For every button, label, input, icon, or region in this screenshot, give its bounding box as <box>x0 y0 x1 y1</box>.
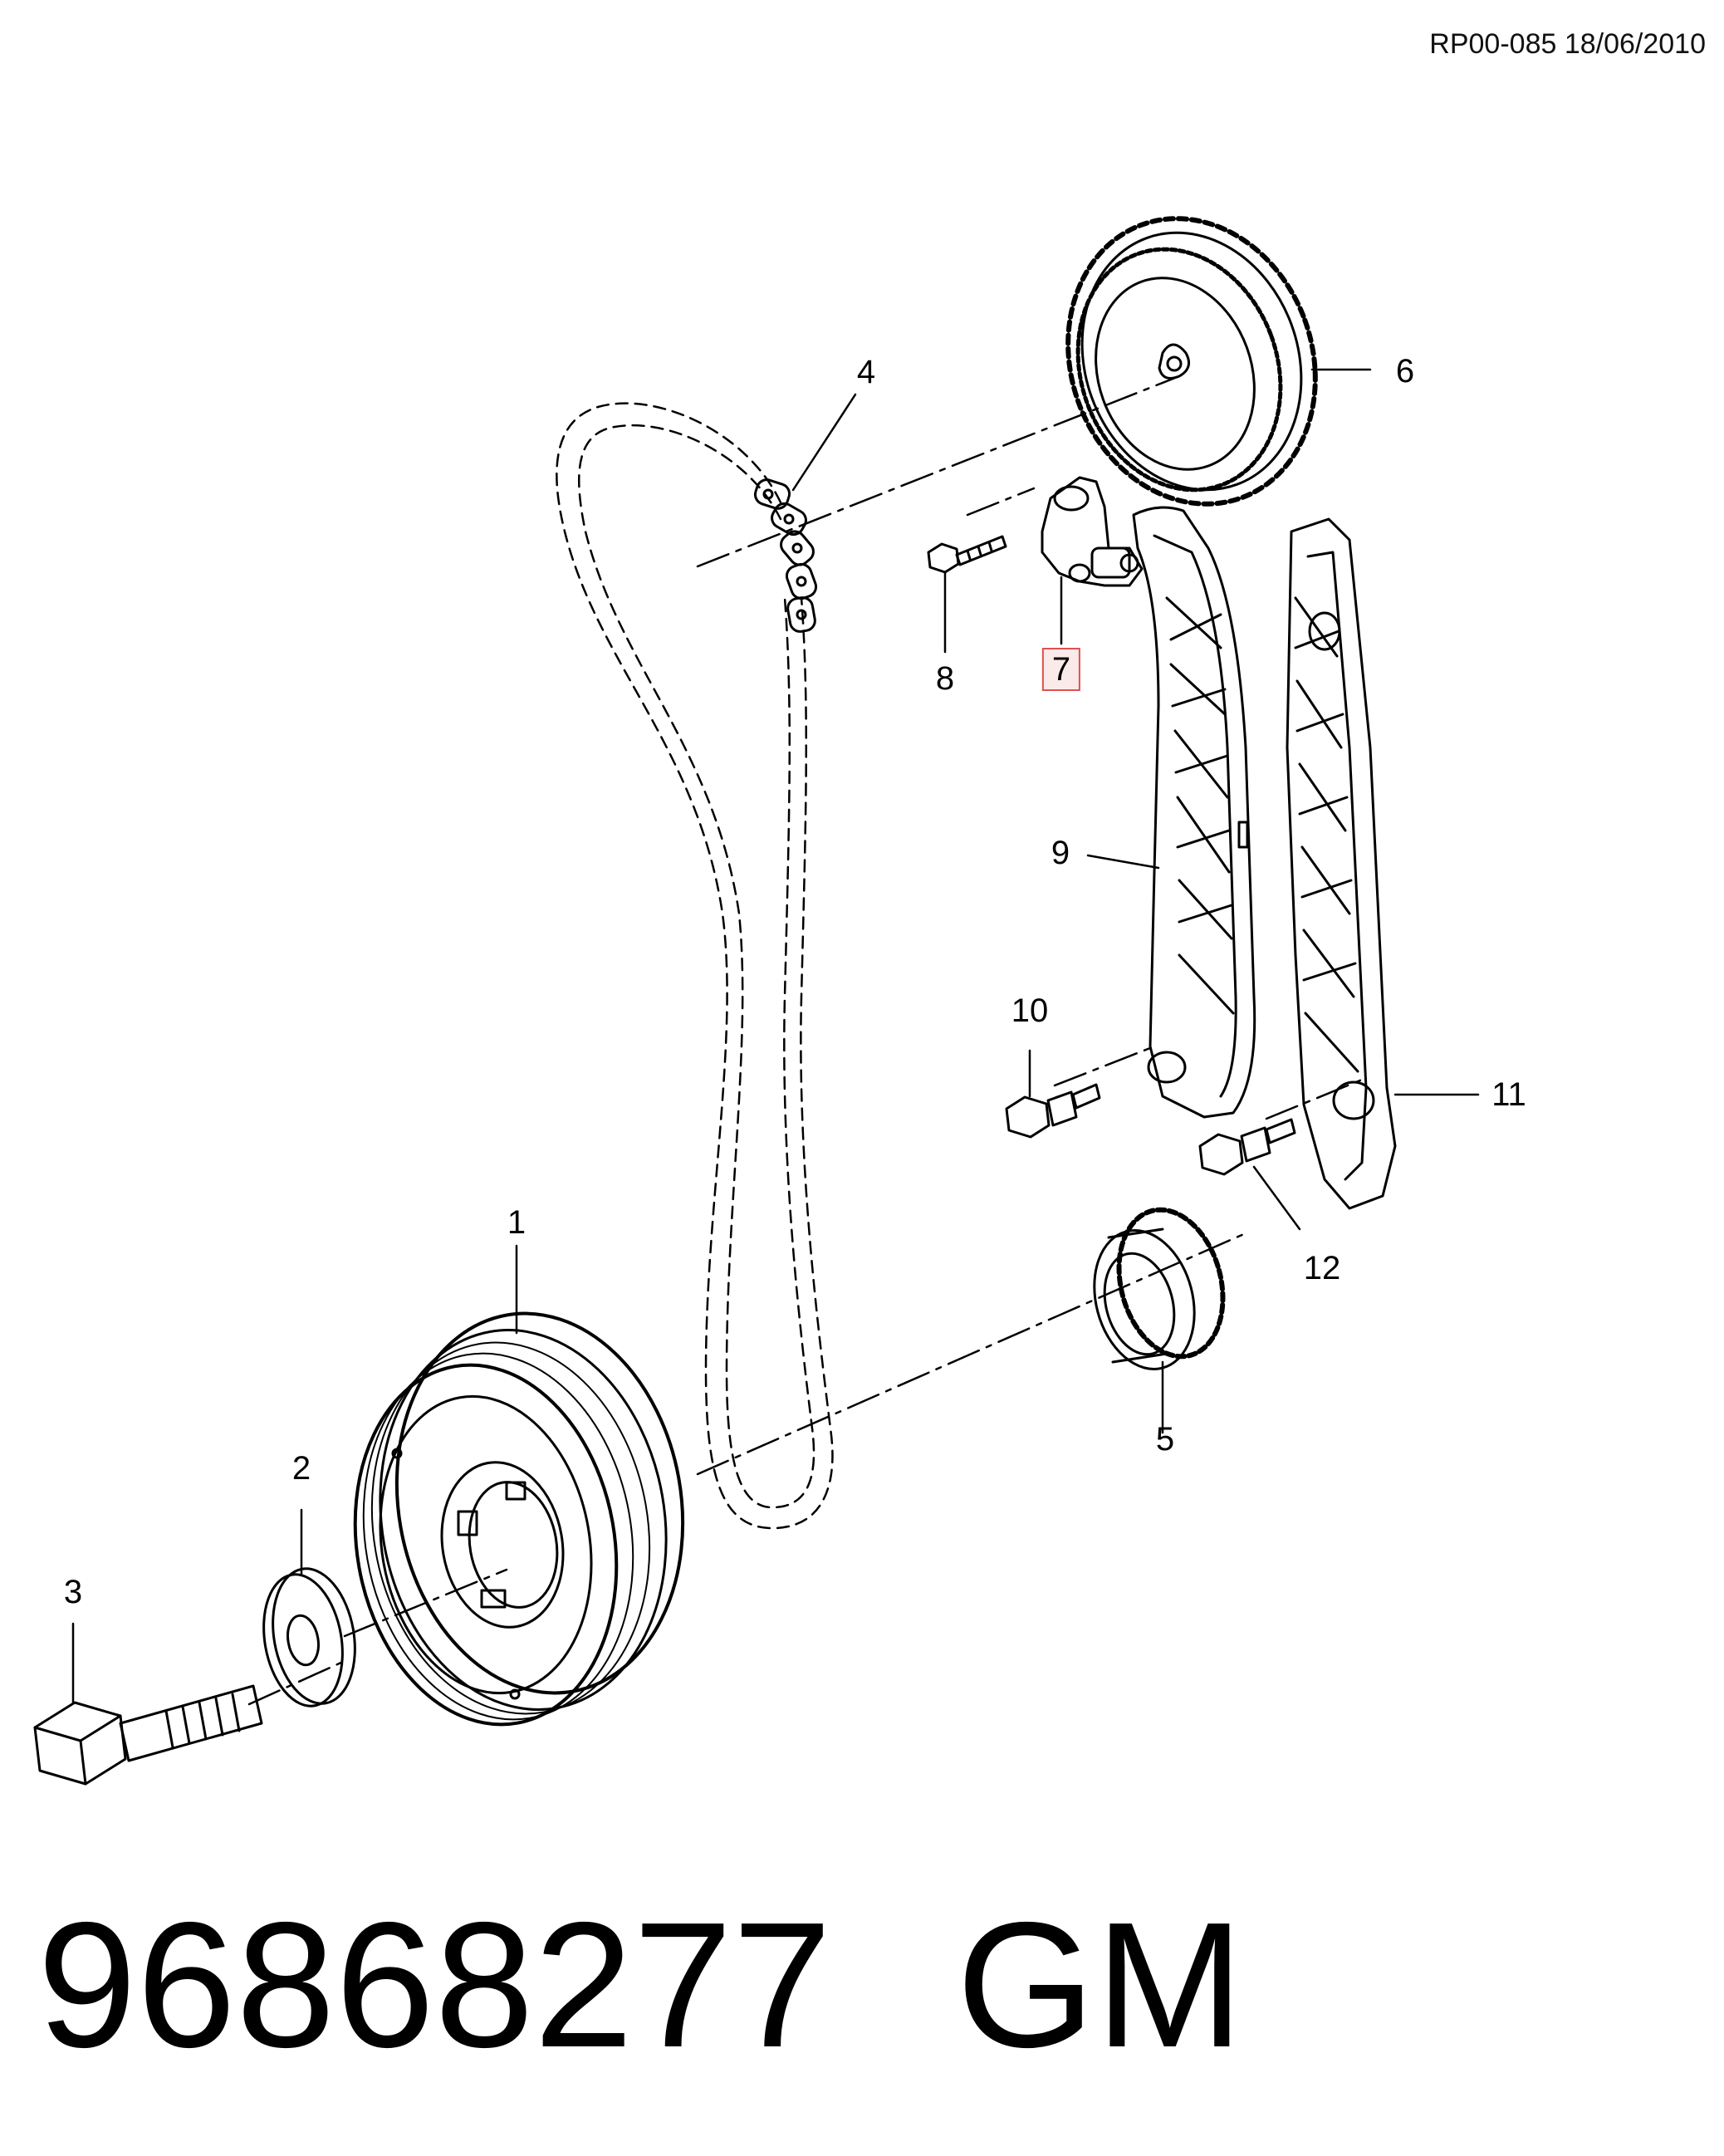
chain-tensioner <box>1041 476 1144 587</box>
tensioner-guide-rail <box>1132 506 1256 1119</box>
brand-name: GM <box>956 1884 1244 2085</box>
callout-5: 5 <box>1155 1421 1175 1458</box>
leader-lines <box>71 368 1480 1704</box>
callout-10: 10 <box>1011 992 1049 1029</box>
callout-6: 6 <box>1395 353 1415 390</box>
axis-lines <box>247 376 1364 1706</box>
crankshaft-sprocket <box>1093 1207 1226 1370</box>
part-number: 96868277 <box>37 1884 832 2085</box>
chain-link-detail <box>753 478 818 633</box>
document-reference: RP00-085 18/06/2010 <box>1429 28 1706 60</box>
bolt-12 <box>1198 1118 1296 1176</box>
callout-12: 12 <box>1303 1250 1341 1286</box>
timing-chain <box>556 402 834 1530</box>
callout-9: 9 <box>1051 835 1070 871</box>
callout-11: 11 <box>1491 1076 1526 1113</box>
callout-3: 3 <box>63 1574 83 1610</box>
fixed-guide-rail <box>1286 517 1397 1210</box>
callout-2: 2 <box>291 1450 311 1487</box>
crankshaft-bolt <box>33 1684 263 1786</box>
bolt-8 <box>927 535 1007 574</box>
camshaft-sprocket <box>1065 216 1318 507</box>
callout-1: 1 <box>507 1204 527 1241</box>
callout-7: 7 <box>1041 648 1081 691</box>
bolt-10 <box>1005 1083 1101 1139</box>
callout-8: 8 <box>935 660 955 697</box>
part-number-line: 96868277 GM <box>37 1881 1244 2089</box>
callout-4: 4 <box>856 354 876 390</box>
crankshaft-pulley <box>353 1311 685 1727</box>
washer <box>262 1567 356 1708</box>
